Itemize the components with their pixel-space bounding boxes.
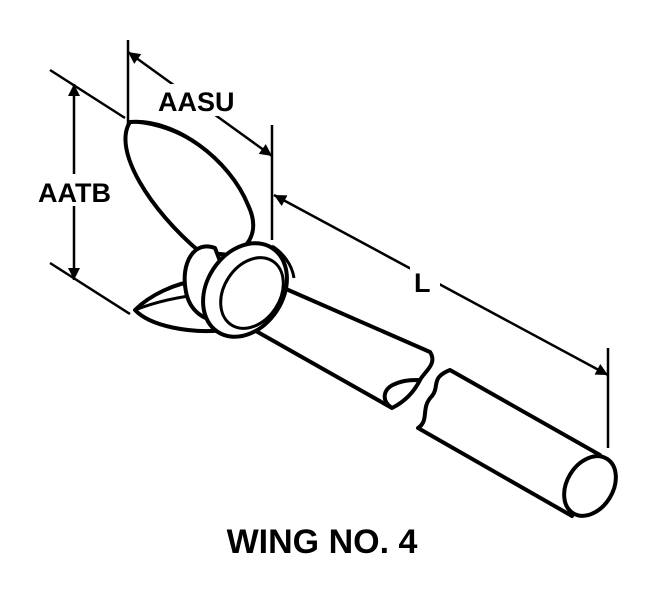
dimension-l-line xyxy=(273,193,609,377)
dimension-aatb-label: AATB xyxy=(38,178,111,208)
figure-caption: WING NO. 4 xyxy=(227,523,418,561)
extension-lines xyxy=(49,40,610,448)
dimension-aasu-label: AASU xyxy=(158,87,235,117)
shaft-far-section xyxy=(416,368,618,518)
l-label-bg xyxy=(410,264,440,298)
dimension-l-label: L xyxy=(414,268,431,298)
aatb-label-bg xyxy=(40,174,126,206)
aasu-label-bg xyxy=(154,84,250,116)
wing-upper xyxy=(123,119,256,257)
